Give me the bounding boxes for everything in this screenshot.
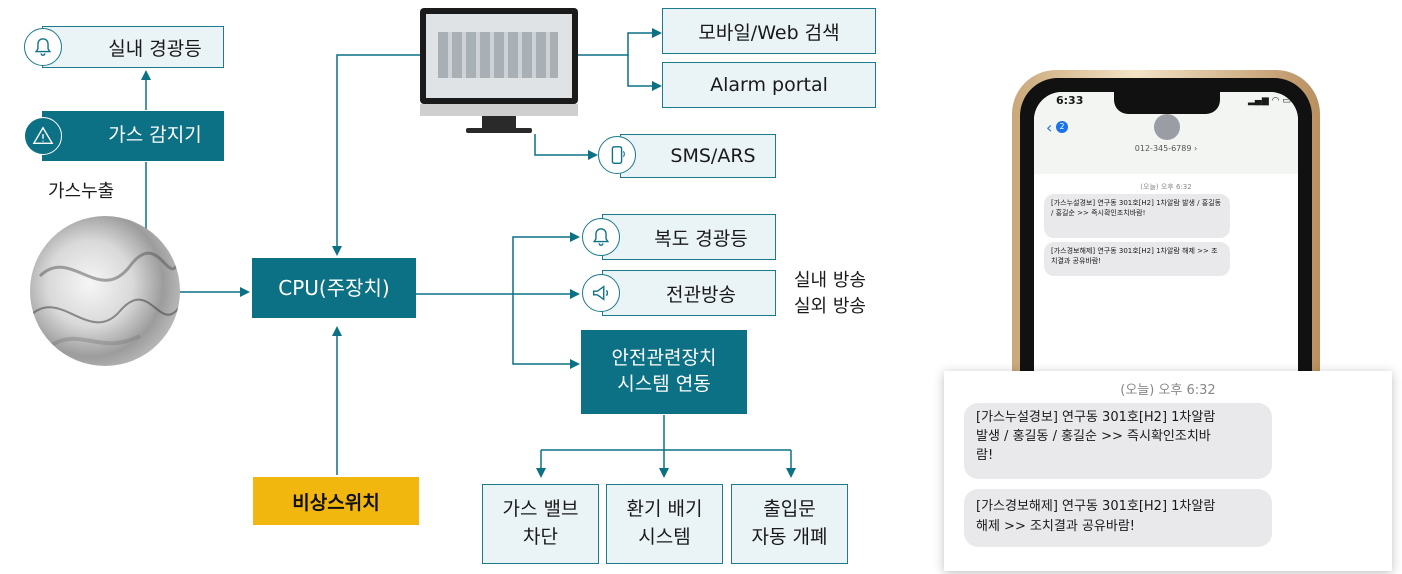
- corridor-light-box: 복도 경광등: [602, 214, 776, 260]
- zoom-message-2: [가스경보해제] 연구동 301호[H2] 1차알람 해제 >> 조치결과 공유…: [964, 489, 1272, 547]
- megaphone-icon: [582, 274, 620, 312]
- phone-time: 6:33: [1056, 94, 1084, 107]
- bell-icon-corridor: [582, 218, 620, 256]
- gas-valve-line2: 차단: [523, 526, 558, 548]
- back-chevron-icon[interactable]: ‹: [1046, 118, 1053, 137]
- zoom-message-1-line2: 발생 / 홍길동 / 홍길순 >> 즉시확인조치바: [976, 428, 1211, 444]
- gas-detector-box: 가스 감지기: [42, 111, 224, 161]
- door-line2: 자동 개폐: [751, 526, 828, 548]
- broadcast-note-outdoor: 실외 방송: [794, 296, 866, 317]
- cpu-box: CPU(주장치): [252, 258, 416, 318]
- monitor-icon: [420, 8, 578, 134]
- mobile-phone-icon: [598, 136, 636, 174]
- door-line1: 출입문: [763, 498, 816, 521]
- zoom-message-2-line2: 해제 >> 조치결과 공유바람!: [976, 518, 1135, 534]
- gas-detector-label: 가스 감지기: [108, 124, 202, 147]
- phone-frame: 6:33 ▂▄▆ ◠ ▭ ‹ 2 012-345-6789 › (오늘) 오후 …: [1012, 70, 1320, 390]
- gas-smoke-image: [30, 216, 180, 366]
- gas-valve-box: 가스 밸브 차단: [482, 484, 599, 564]
- ventilation-line1: 환기 배기: [626, 498, 703, 521]
- sms-ars-label: SMS/ARS: [670, 145, 756, 167]
- zoom-message-2-line1: [가스경보해제] 연구동 301호[H2] 1차알람: [976, 499, 1216, 514]
- broadcast-label: 전관방송: [666, 283, 736, 306]
- phone-status-icons: ▂▄▆ ◠ ▭: [1248, 96, 1291, 106]
- phone-message-1: [가스누설경보] 연구동 301호[H2] 1차알람 발생 / 홍길동 / 홍길…: [1044, 194, 1230, 238]
- corridor-light-label: 복도 경광등: [654, 227, 748, 250]
- safety-system-line2: 시스템 연동: [617, 373, 711, 395]
- mobile-web-label: 모바일/Web 검색: [698, 21, 840, 44]
- zoom-date-label: (오늘) 오후 6:32: [1120, 383, 1216, 398]
- sms-ars-box: SMS/ARS: [620, 134, 776, 178]
- door-box: 출입문 자동 개폐: [731, 484, 848, 564]
- ventilation-box: 환기 배기 시스템: [606, 484, 723, 564]
- indoor-light-box: 실내 경광등: [42, 26, 224, 68]
- gas-valve-line1: 가스 밸브: [502, 498, 579, 521]
- broadcast-note-indoor: 실내 방송: [794, 270, 866, 291]
- back-badge: 2: [1056, 121, 1068, 133]
- gas-leak-label: 가스누출: [48, 181, 115, 202]
- zoom-message-1-line3: 람!: [976, 447, 994, 463]
- phone-message-1-text: [가스누설경보] 연구동 301호[H2] 1차알람 발생 / 홍길동 / 홍길…: [1051, 199, 1222, 217]
- warning-icon: [24, 117, 62, 155]
- bell-icon: [24, 28, 62, 66]
- alarm-portal-box: Alarm portal: [662, 62, 876, 108]
- phone-screen: 6:33 ▂▄▆ ◠ ▭ ‹ 2 012-345-6789 › (오늘) 오후 …: [1034, 92, 1298, 390]
- phone-message-2-text: [가스경보해제] 연구동 301호[H2] 1차알람 해제 >> 조치결과 공유…: [1051, 247, 1218, 265]
- emergency-switch-label: 비상스위치: [292, 491, 380, 514]
- phone-date-label: (오늘) 오후 6:32: [1140, 183, 1192, 191]
- indoor-light-label: 실내 경광등: [108, 37, 202, 60]
- zoomed-message-card: (오늘) 오후 6:32 [가스누설경보] 연구동 301호[H2] 1차알람 …: [944, 371, 1392, 571]
- alarm-portal-label: Alarm portal: [710, 74, 828, 96]
- cpu-label: CPU(주장치): [278, 275, 390, 300]
- safety-system-box: 안전관련장치 시스템 연동: [581, 330, 747, 414]
- phone-message-2: [가스경보해제] 연구동 301호[H2] 1차알람 해제 >> 조치결과 공유…: [1044, 242, 1230, 276]
- zoom-message-1: [가스누설경보] 연구동 301호[H2] 1차알람 발생 / 홍길동 / 홍길…: [964, 403, 1272, 479]
- contact-avatar: [1154, 114, 1180, 140]
- mobile-web-box: 모바일/Web 검색: [662, 8, 876, 54]
- broadcast-box: 전관방송: [602, 270, 776, 316]
- safety-system-line1: 안전관련장치: [611, 347, 717, 370]
- ventilation-line2: 시스템: [638, 526, 691, 548]
- emergency-switch-box: 비상스위치: [253, 477, 419, 525]
- contact-number[interactable]: 012-345-6789 ›: [1134, 144, 1198, 153]
- zoom-message-1-line1: [가스누설경보] 연구동 301호[H2] 1차알람: [976, 410, 1216, 425]
